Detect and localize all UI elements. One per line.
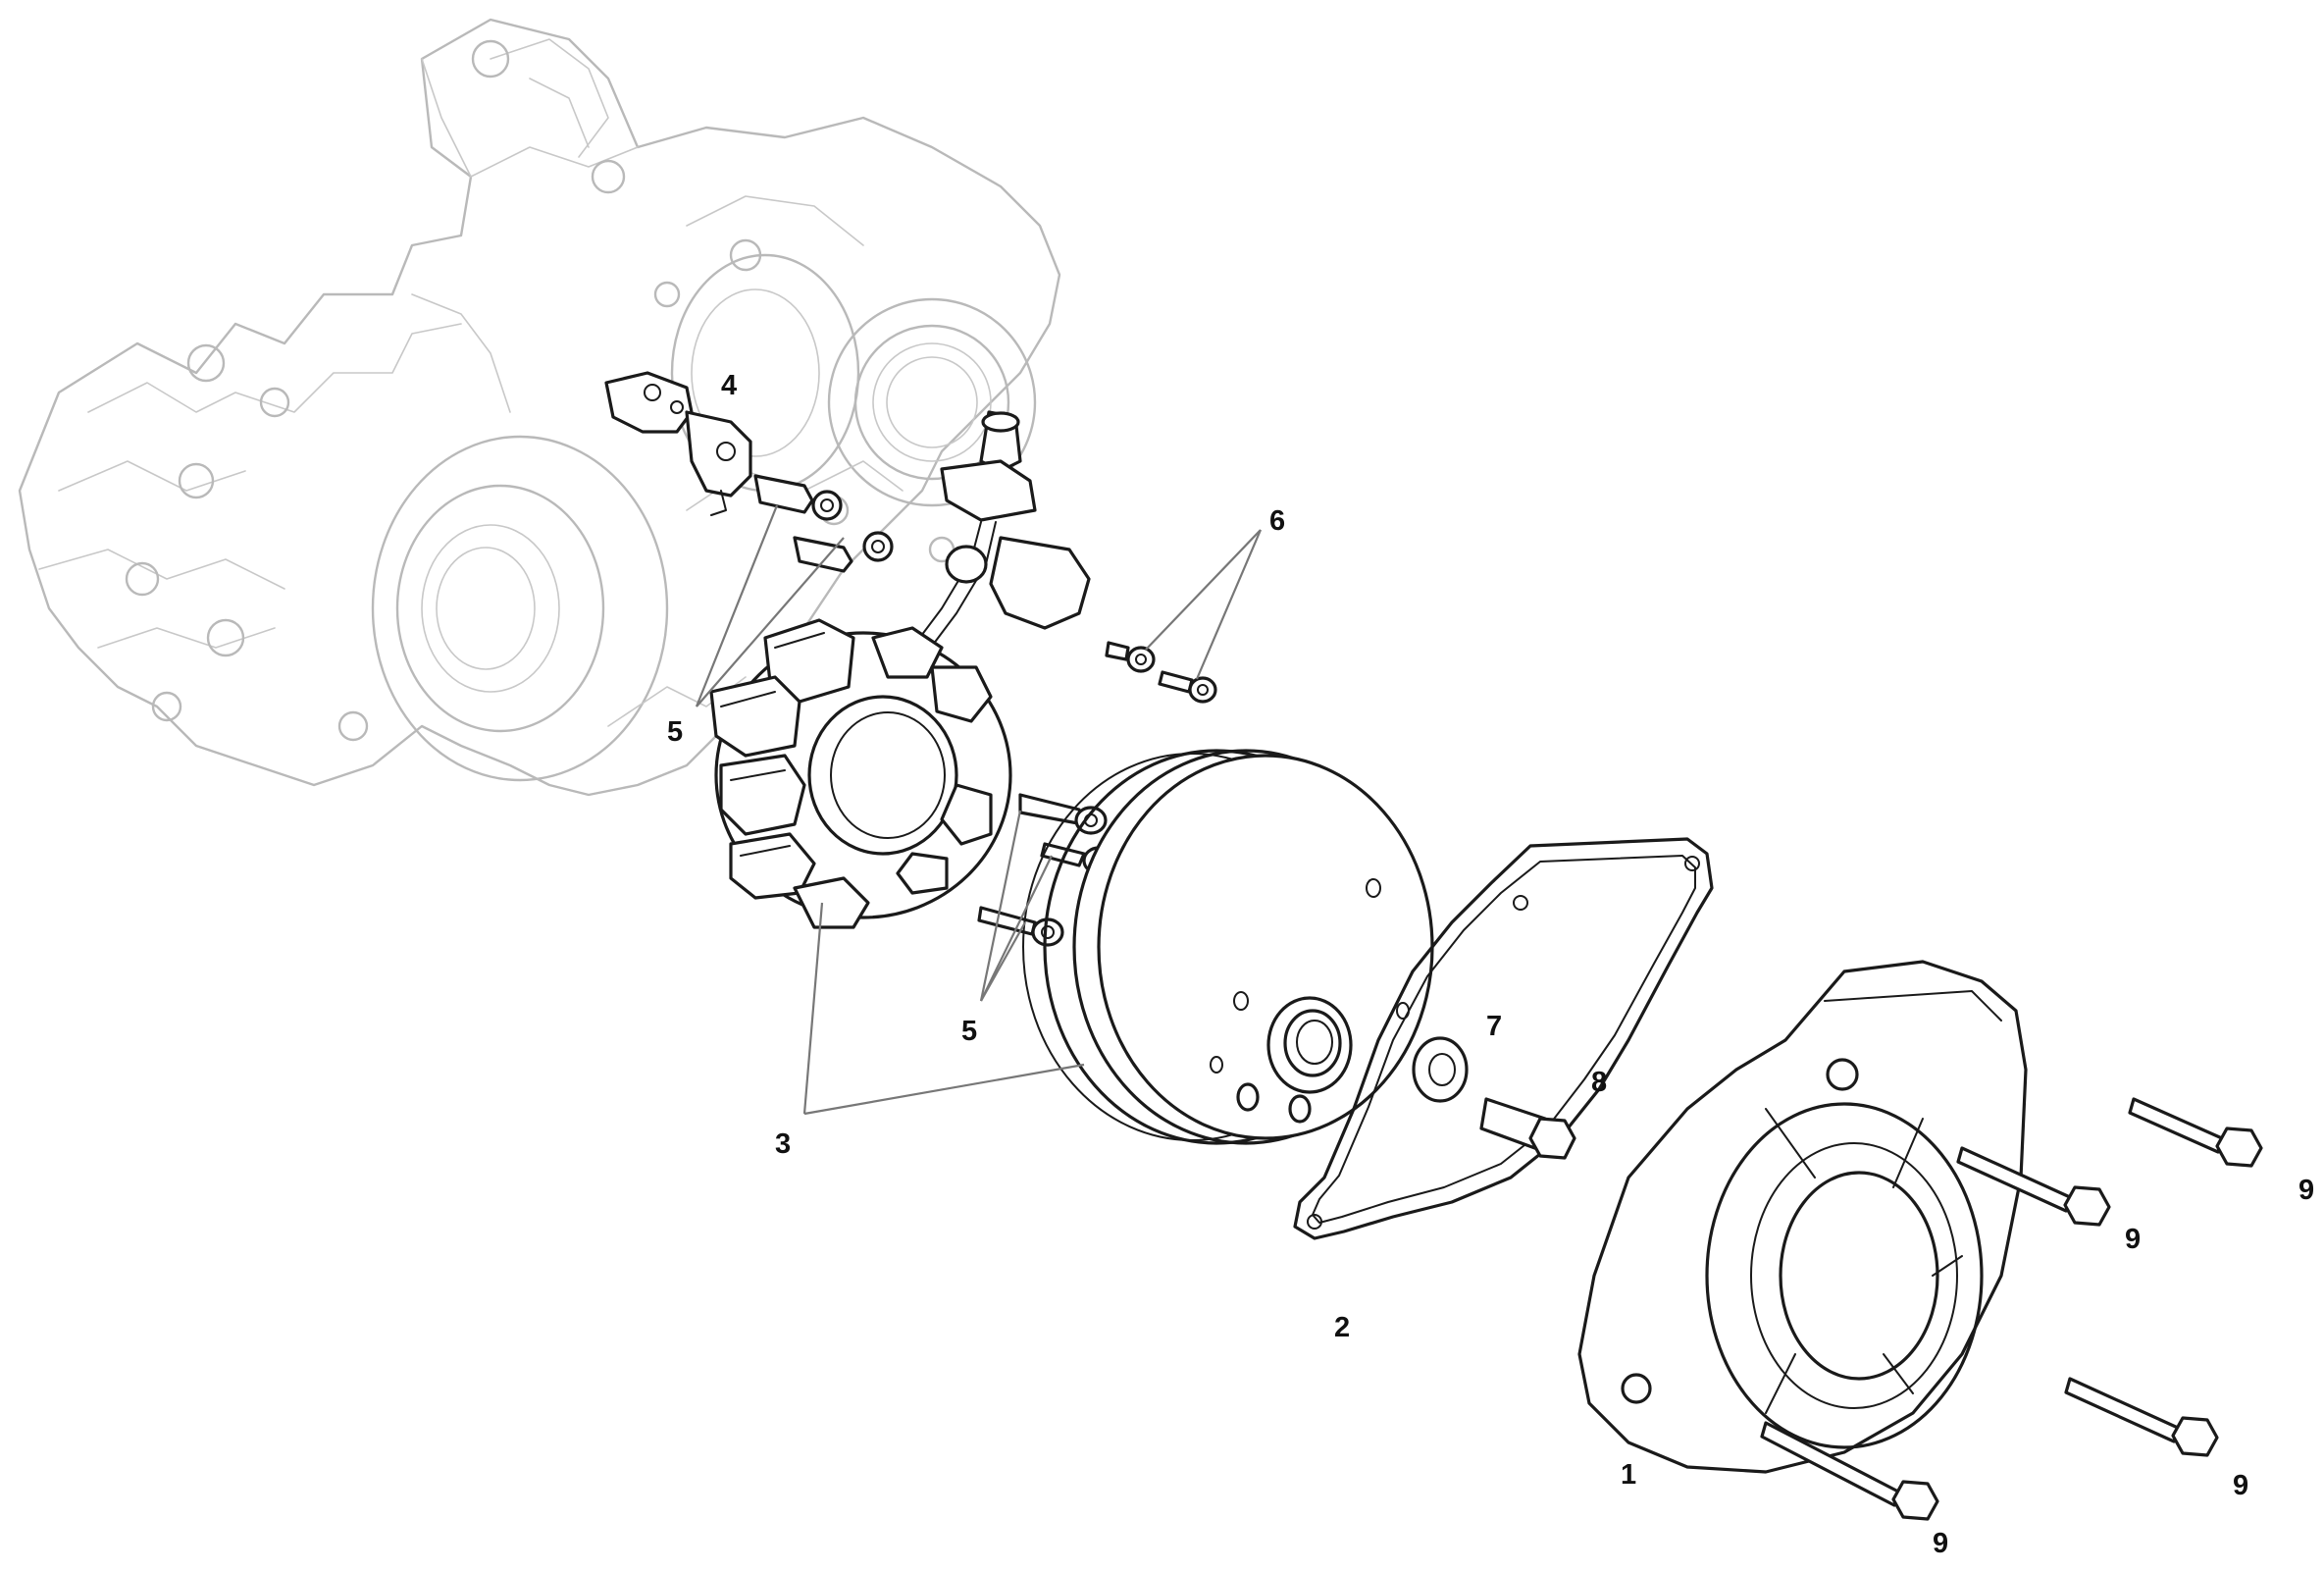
- cover-bolts: [1760, 1097, 2263, 1521]
- callout-nut: 8: [1591, 1067, 1607, 1098]
- flywheel-rotor: [1022, 749, 1434, 1145]
- leader-lines: [695, 504, 1263, 1116]
- callout-bolt-d: 9: [1933, 1528, 1948, 1559]
- callout-bolt-a: 9: [2125, 1224, 2141, 1255]
- washer: [1412, 1036, 1469, 1103]
- callout-gasket: 2: [1334, 1312, 1350, 1343]
- callout-stator-rotor: 3: [775, 1128, 791, 1160]
- callout-screws-upper: 5: [667, 716, 683, 748]
- callout-screws-6: 6: [1269, 505, 1285, 537]
- callout-bolt-b: 9: [2298, 1175, 2314, 1206]
- screws-6: [1105, 641, 1217, 704]
- callout-washer: 7: [1486, 1011, 1502, 1042]
- callout-screws-lower: 5: [961, 1016, 977, 1047]
- sensor-bracket: [604, 371, 894, 573]
- generator-cover: [1577, 960, 2028, 1474]
- stator: [709, 618, 1012, 929]
- callout-sensor: 4: [721, 370, 737, 401]
- callout-bolt-c: 9: [2233, 1470, 2248, 1501]
- callout-cover: 1: [1621, 1459, 1636, 1491]
- flywheel-nut: [1479, 1097, 1576, 1160]
- gasket: [1293, 837, 1714, 1240]
- pickup-cable: [911, 410, 1091, 654]
- callout-labels: 1 2 3 4 5 5 6 7 8 9 9 9 9: [667, 370, 2314, 1559]
